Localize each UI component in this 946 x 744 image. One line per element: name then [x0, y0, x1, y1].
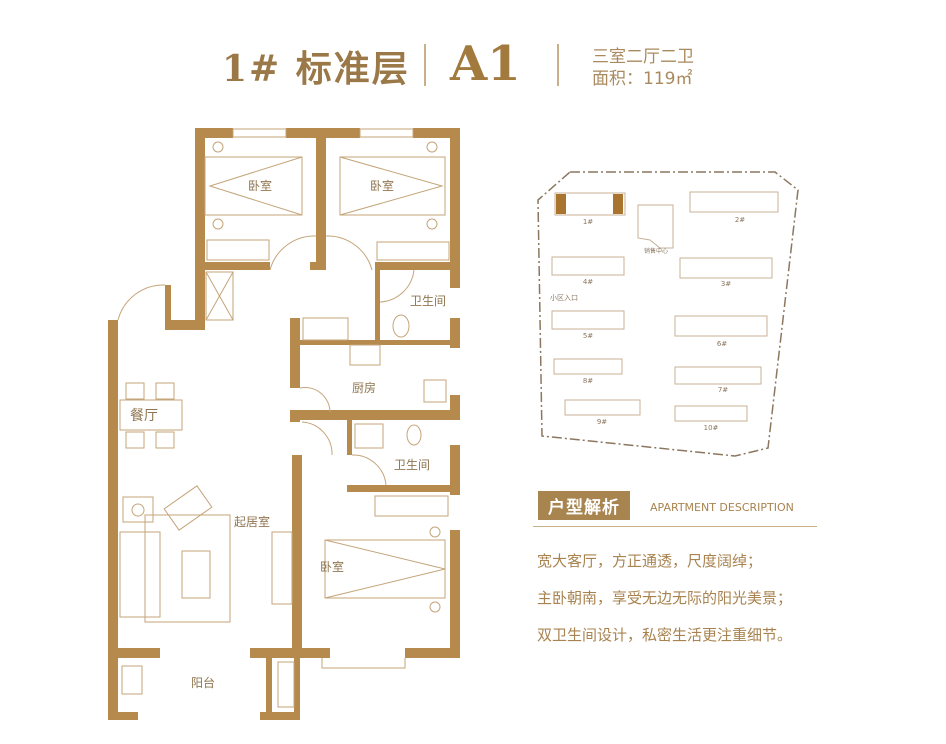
unit-type: A1: [450, 36, 521, 92]
building-9: [564, 399, 641, 416]
building-1: [554, 192, 626, 216]
label-bedroom: 卧室: [248, 178, 272, 193]
label-dining: 餐厅: [130, 408, 158, 424]
floor-title: 1# 标准层: [222, 48, 410, 90]
building-2: [689, 191, 779, 213]
building-label: 7#: [718, 386, 728, 394]
building-4: [551, 256, 625, 276]
label-living: 起居室: [234, 514, 270, 529]
label-bedroom: 卧室: [370, 178, 394, 193]
building-label: 6#: [717, 340, 727, 348]
building-7: [674, 366, 762, 385]
area-label: 面积：119㎡: [592, 69, 693, 89]
divider: [424, 44, 426, 86]
building-label: 1#: [583, 218, 593, 226]
site-plan: 1# 2# 3# 4# 5# 6# 7# 8# 9# 10# 销售中心 小区入口: [537, 171, 799, 457]
sales-center: [637, 204, 674, 249]
divider: [557, 44, 559, 86]
building-10: [674, 405, 748, 422]
description-tag: 户型解析: [538, 491, 630, 520]
label-bathroom: 卫生间: [410, 294, 446, 308]
divider: [533, 526, 817, 527]
building-label: 3#: [721, 280, 731, 288]
description-line: 宽大客厅，方正通透，尺度阔绰；: [537, 552, 763, 570]
building-label: 4#: [583, 278, 593, 286]
building-8: [553, 358, 623, 375]
building-3: [679, 257, 773, 279]
building-6: [674, 315, 768, 337]
rooms-summary: 三室二厅二卫: [592, 47, 694, 67]
description-line: 双卫生间设计，私密生活更注重细节。: [537, 626, 793, 644]
building-label: 2#: [735, 216, 745, 224]
label-balcony: 阳台: [191, 675, 215, 690]
description-subtitle: APARTMENT DESCRIPTION: [650, 501, 794, 514]
building-label: 9#: [597, 418, 607, 426]
building-label: 5#: [583, 332, 593, 340]
building-label: 8#: [583, 377, 593, 385]
entrance-label: 小区入口: [550, 293, 578, 302]
label-bedroom: 卧室: [320, 559, 344, 574]
building-5: [551, 310, 625, 330]
description-line: 主卧朝南，享受无边无际的阳光美景；: [537, 589, 793, 607]
building-label: 10#: [704, 424, 719, 432]
label-bathroom: 卫生间: [394, 458, 430, 472]
walls: [108, 128, 460, 720]
furniture: [117, 128, 450, 708]
label-kitchen: 厨房: [352, 380, 376, 395]
sales-center-label: 销售中心: [644, 247, 668, 255]
building-1-highlight: [556, 194, 566, 214]
building-1-highlight: [613, 194, 623, 214]
site-boundary: [537, 171, 799, 457]
